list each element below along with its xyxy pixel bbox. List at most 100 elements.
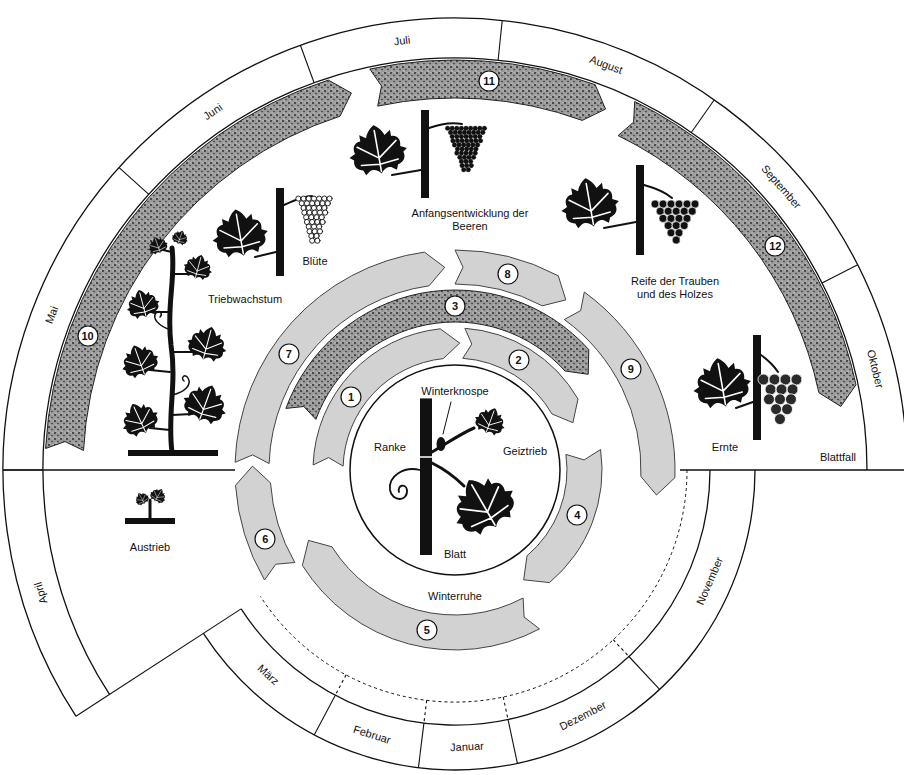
month-divider: [119, 168, 149, 195]
month-ring: [43, 58, 867, 694]
berry: [296, 196, 301, 201]
month-divider: [418, 723, 424, 768]
cane: [276, 188, 284, 276]
berry: [455, 126, 460, 131]
berry: [457, 143, 462, 148]
berry: [464, 134, 469, 139]
berry: [771, 404, 782, 415]
leaf-figure: [115, 396, 163, 441]
stage-number-circle: 5: [416, 619, 438, 641]
berry: [656, 207, 664, 215]
berry: [775, 394, 786, 405]
berry: [786, 394, 797, 405]
berry: [468, 159, 473, 164]
berry: [478, 126, 483, 131]
stage-number-circle: 3: [444, 295, 466, 317]
berry: [672, 222, 680, 230]
berry: [688, 207, 696, 215]
stage-bands: [46, 60, 856, 650]
month-divider: [314, 695, 335, 735]
berry: [310, 238, 315, 243]
tendril: [390, 469, 420, 499]
berry: [764, 394, 775, 405]
berry: [478, 134, 483, 139]
berry: [680, 222, 688, 230]
berry: [459, 134, 464, 139]
leaf-figure: [145, 234, 170, 257]
berry: [780, 374, 791, 385]
grey-stage-arrow: [524, 450, 602, 583]
berry: [464, 126, 469, 131]
leaf-figure: [184, 322, 232, 365]
leaf-figure: [441, 464, 525, 544]
berry: [471, 155, 476, 160]
berry: [664, 207, 672, 215]
number-circle: [509, 350, 529, 370]
berry: [468, 126, 473, 131]
stage-number-circle: 4: [566, 504, 588, 526]
grey-stage-arrow: [564, 292, 675, 495]
berry: [464, 147, 469, 152]
berry: [461, 143, 466, 148]
stage-number-circle: 11: [478, 70, 500, 92]
berry: [464, 151, 469, 156]
stage-label: Reife der Trauben und des Holzes: [621, 275, 730, 301]
month-ring: [3, 18, 904, 716]
berry: [471, 143, 476, 148]
berry: [455, 151, 460, 156]
berry: [775, 414, 786, 425]
illustrations: [115, 110, 802, 555]
part-label: Geiztrieb: [501, 445, 549, 458]
petioles: [432, 463, 464, 486]
berry: [461, 167, 466, 172]
berry: [469, 138, 474, 143]
berry: [451, 138, 456, 143]
berry: [455, 134, 460, 139]
berry: [691, 200, 699, 208]
number-circle: [621, 359, 641, 379]
callout-number: 3: [444, 295, 466, 317]
month-divider: [503, 697, 508, 720]
berry: [765, 384, 776, 395]
month-divider: [629, 657, 660, 690]
berry: [450, 134, 455, 139]
berry: [460, 147, 465, 152]
dotted-stage-arrow: [46, 80, 352, 450]
month-divider: [822, 265, 858, 283]
berry: [683, 200, 691, 208]
stage-number-circle: 12: [764, 235, 786, 257]
berry: [776, 384, 787, 395]
month-divider: [424, 700, 427, 723]
number-circle: [445, 296, 465, 316]
berry: [450, 126, 455, 131]
part-label: Ranke: [372, 441, 408, 454]
berry: [769, 374, 780, 385]
berry: [468, 151, 473, 156]
cane: [636, 165, 644, 255]
number-circle: [498, 264, 518, 284]
berry: [471, 130, 476, 135]
leaf-figure: [345, 120, 411, 178]
month-label: Juni: [200, 100, 227, 124]
berry: [675, 200, 683, 208]
stage-label: Ernte: [710, 441, 740, 454]
month-label: Juli: [391, 33, 413, 49]
part-label: Winterknospe: [419, 385, 490, 398]
leaf-figure: [148, 485, 170, 506]
berry: [467, 130, 472, 135]
berry: [667, 200, 675, 208]
stage-number-circle: 8: [497, 263, 519, 285]
ring-outlines: [3, 18, 904, 770]
stage-number-circle: 7: [278, 343, 300, 365]
callout-number: 4: [566, 504, 588, 526]
berry: [680, 207, 688, 215]
berry: [459, 126, 464, 131]
berry: [468, 134, 473, 139]
harvest-grape-cluster: [758, 374, 802, 425]
young-berry-cluster: [445, 126, 486, 172]
leaf-figure: [471, 403, 509, 438]
number-circle: [479, 71, 499, 91]
month-label: Januar: [448, 740, 486, 755]
leaf-figure: [170, 228, 191, 247]
